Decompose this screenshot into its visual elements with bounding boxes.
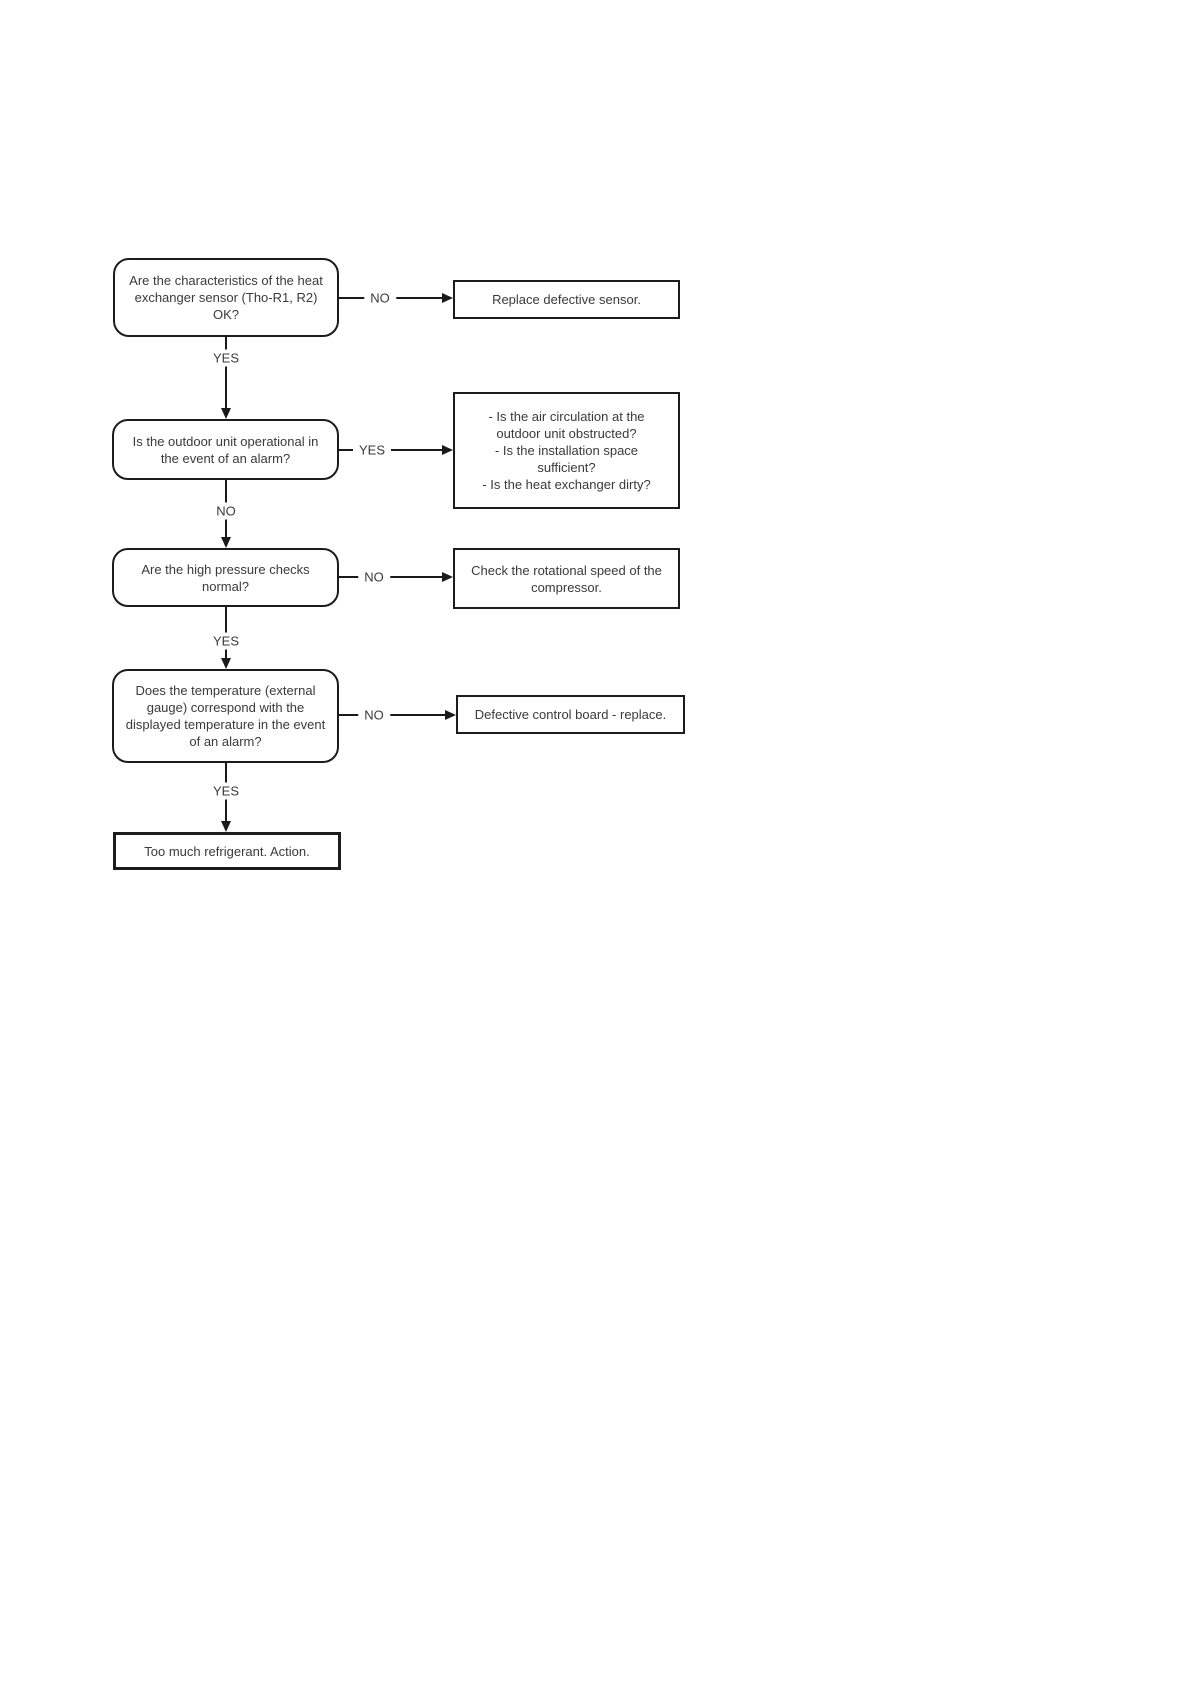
decision-sensor-characteristics: Are the characteristics of the heat exch… xyxy=(113,258,339,337)
action-replace-sensor: Replace defective sensor. xyxy=(453,280,680,319)
decision-high-pressure-checks-text: Are the high pressure checks normal? xyxy=(141,561,310,594)
decision-temperature-gauge: Does the temperature (external gauge) co… xyxy=(112,669,339,763)
decision-high-pressure-checks: Are the high pressure checks normal? xyxy=(112,548,339,607)
edge-label-q3-yes: YES xyxy=(206,632,246,650)
arrowhead-right-q1-a1 xyxy=(442,293,453,303)
edge-label-q4-no: NO xyxy=(358,706,390,724)
connector-q4-a4-line xyxy=(339,714,446,716)
decision-outdoor-unit-operational: Is the outdoor unit operational in the e… xyxy=(112,419,339,480)
edge-label-q4-yes: YES xyxy=(206,782,246,800)
action-check-compressor-speed: Check the rotational speed of the compre… xyxy=(453,548,680,609)
arrowhead-right-q4-a4 xyxy=(445,710,456,720)
decision-outdoor-unit-operational-text: Is the outdoor unit operational in the e… xyxy=(132,433,319,466)
decision-sensor-characteristics-text: Are the characteristics of the heat exch… xyxy=(129,273,323,322)
action-replace-control-board-text: Defective control board - replace. xyxy=(474,707,667,722)
edge-label-q1-yes: YES xyxy=(206,349,246,367)
arrowhead-down-q1-q2 xyxy=(221,408,231,419)
connector-q1-q2-line xyxy=(225,337,227,408)
arrowhead-right-q2-a2 xyxy=(442,445,453,455)
arrowhead-down-q3-q4 xyxy=(221,658,231,669)
action-check-air-circulation: - Is the air circulation at the outdoor … xyxy=(453,392,680,509)
edge-label-q2-yes: YES xyxy=(352,441,392,459)
action-check-air-circulation-text: - Is the air circulation at the outdoor … xyxy=(482,409,651,492)
action-too-much-refrigerant-text: Too much refrigerant. Action. xyxy=(144,843,310,859)
edge-label-q1-no: NO xyxy=(364,289,396,307)
action-too-much-refrigerant: Too much refrigerant. Action. xyxy=(113,832,341,870)
edge-label-q2-no: NO xyxy=(210,502,242,520)
decision-temperature-gauge-text: Does the temperature (external gauge) co… xyxy=(125,683,326,749)
edge-label-q3-no: NO xyxy=(358,568,390,586)
action-replace-sensor-text: Replace defective sensor. xyxy=(492,292,641,307)
connector-q3-a3-line xyxy=(339,576,443,578)
arrowhead-down-q2-q3 xyxy=(221,537,231,548)
arrowhead-down-q4-end xyxy=(221,821,231,832)
arrowhead-right-q3-a3 xyxy=(442,572,453,582)
action-replace-control-board: Defective control board - replace. xyxy=(456,695,685,734)
action-check-compressor-speed-text: Check the rotational speed of the compre… xyxy=(471,562,662,595)
